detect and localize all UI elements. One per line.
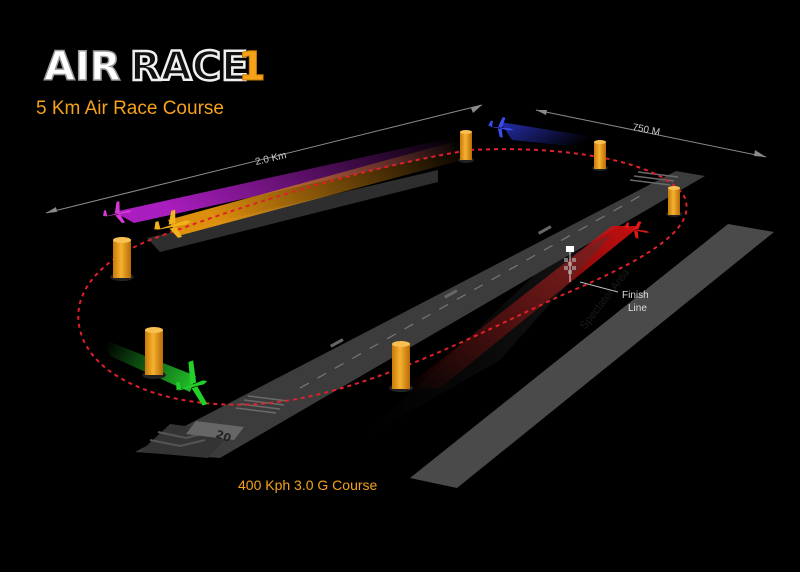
width-label: 750 M [631, 122, 660, 138]
width-dimension: 750 M [535, 109, 767, 158]
pylon-4 [458, 130, 474, 163]
finish-line-marker: Finish Line [564, 246, 649, 314]
logo-air: AIR [44, 44, 121, 90]
taxiway [147, 170, 438, 252]
airrace1-logo: AIR RACE 1 [43, 43, 266, 92]
magenta-smoke-trail [114, 138, 455, 223]
orange-smoke-trail [168, 140, 462, 236]
runway-number: 20 [214, 428, 233, 446]
red-plane-shadow [360, 234, 612, 440]
finish-line-label-2: Line [628, 303, 647, 314]
race-course-line [77, 148, 688, 406]
logo-one: 1 [238, 44, 266, 90]
finish-line-label-1: Finish [622, 290, 649, 301]
course-spec: 400 Kph 3.0 G Course [238, 477, 378, 493]
green-plane-icon [176, 360, 208, 406]
pylon-3 [389, 341, 413, 392]
course-title: 5 Km Air Race Course [36, 98, 224, 119]
runway: 20 [135, 171, 705, 458]
pylon-5 [592, 140, 608, 171]
pylon-6 [666, 186, 682, 217]
runway-number-box [186, 421, 244, 440]
length-label: 2.0 Km [254, 150, 287, 168]
pylon-2 [142, 327, 166, 379]
pylon-1 [110, 237, 134, 281]
logo-race: RACE [130, 44, 248, 90]
yellow-plane-icon [154, 209, 192, 238]
blue-plane-icon [488, 117, 514, 138]
blue-smoke-trail [500, 122, 600, 148]
red-plane-icon [624, 221, 650, 239]
magenta-plane-icon [103, 201, 133, 224]
